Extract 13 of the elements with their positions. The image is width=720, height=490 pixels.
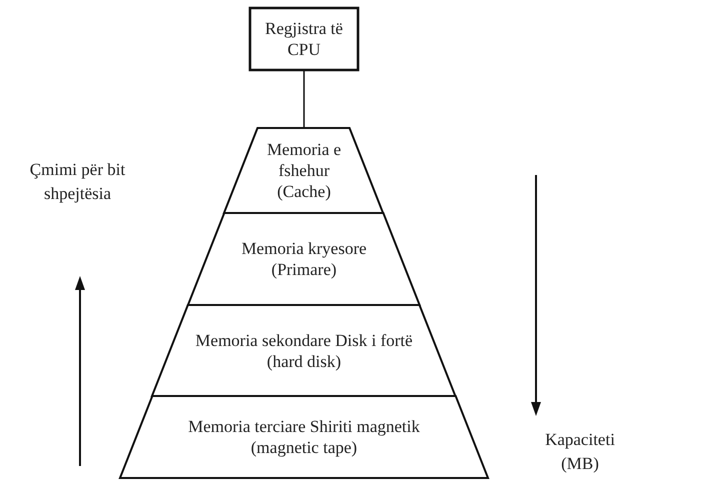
register-box (250, 8, 358, 70)
level-label: Memoria terciare Shiriti magnetik (magnetic tape) (187, 416, 421, 458)
pyramid-level (152, 305, 456, 396)
pyramid-level (120, 396, 488, 478)
pyramid-level (188, 213, 420, 305)
level-label: Regjistra të CPU (264, 18, 344, 60)
level-label: Memoria kryesore (Primare) (240, 238, 368, 280)
axis-label: Çmimi për bit shpejtësia (28, 159, 126, 205)
pyramid-level (224, 128, 384, 213)
level-label: Memoria e fshehur (Cache) (266, 139, 342, 202)
axis-label: Kapaciteti (MB) (544, 429, 616, 475)
level-label: Memoria sekondare Disk i fortë (hard disk) (194, 330, 414, 372)
connector-line (303, 70, 305, 128)
